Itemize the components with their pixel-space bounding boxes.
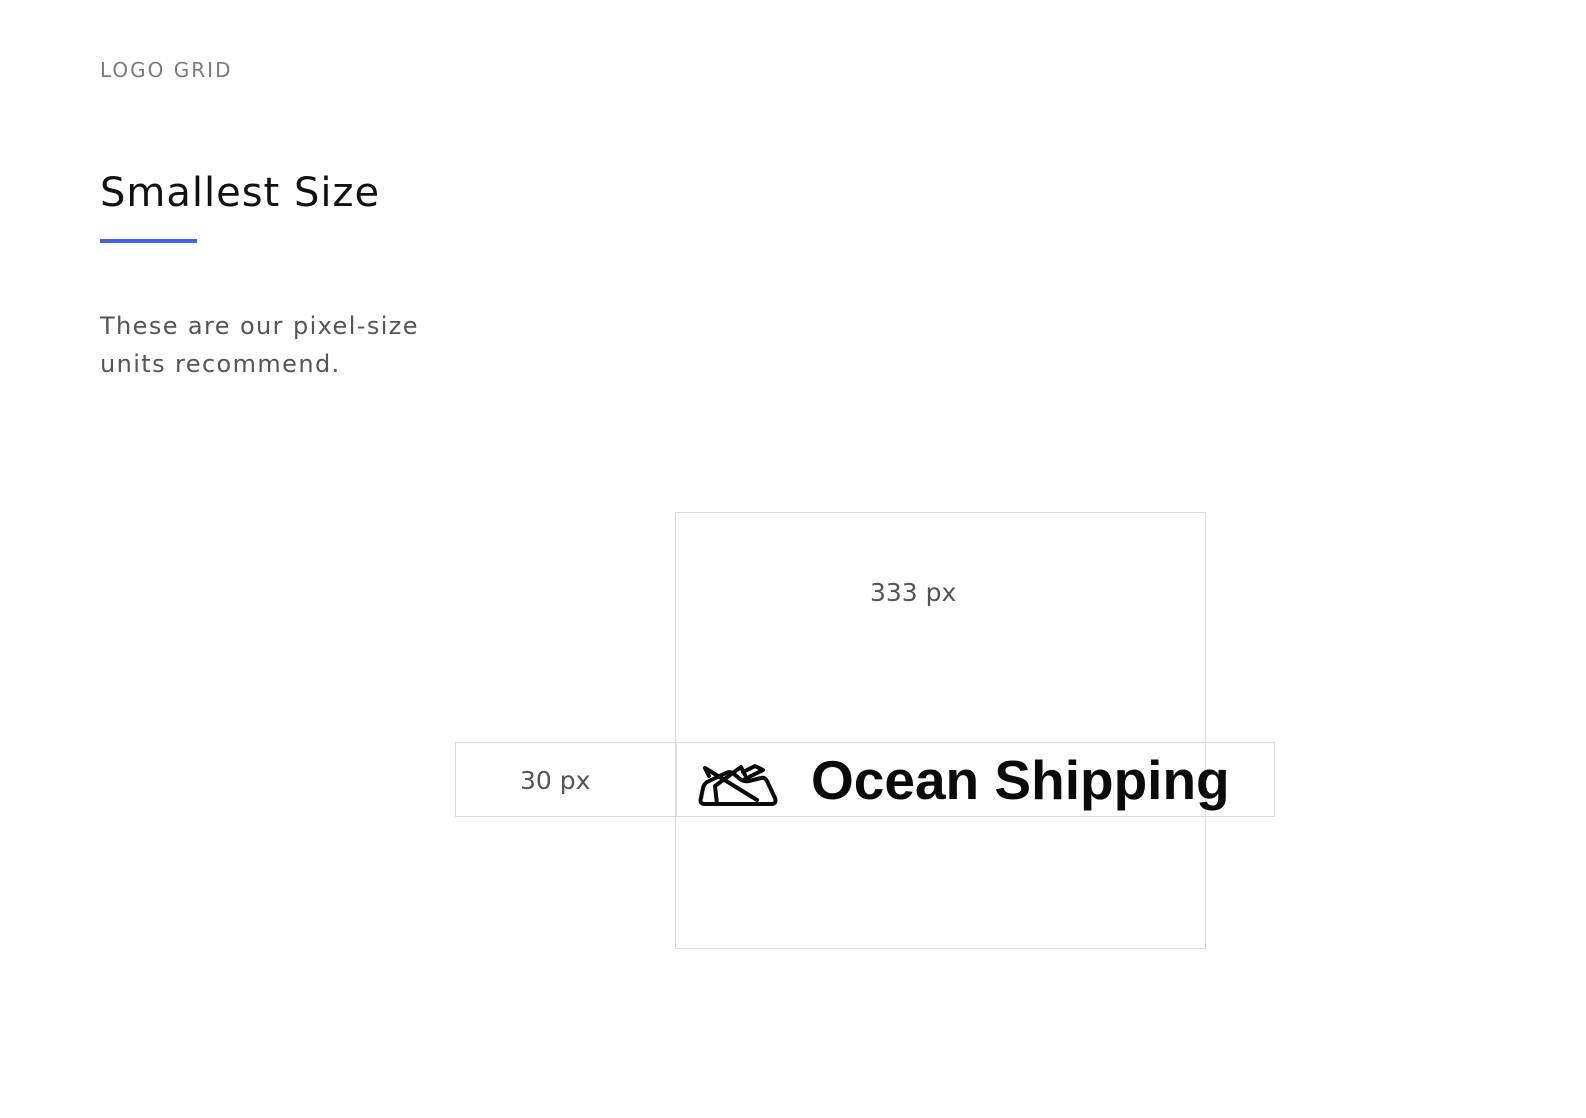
height-measure-label: 30 px xyxy=(520,766,591,795)
eyebrow-label: LOGO GRID xyxy=(100,58,233,82)
section-title: Smallest Size xyxy=(100,170,381,216)
title-accent-underline xyxy=(100,239,197,243)
section-description: These are our pixel-size units recommend… xyxy=(100,312,419,378)
grid-vertical-box xyxy=(675,512,1206,949)
logo-wordmark: Ocean Shipping xyxy=(811,749,1230,811)
grid-horizontal-band xyxy=(455,742,1275,817)
grid-band-divider xyxy=(675,742,677,817)
width-measure-label: 333 px xyxy=(870,578,957,607)
paper-boat-icon xyxy=(698,764,778,806)
